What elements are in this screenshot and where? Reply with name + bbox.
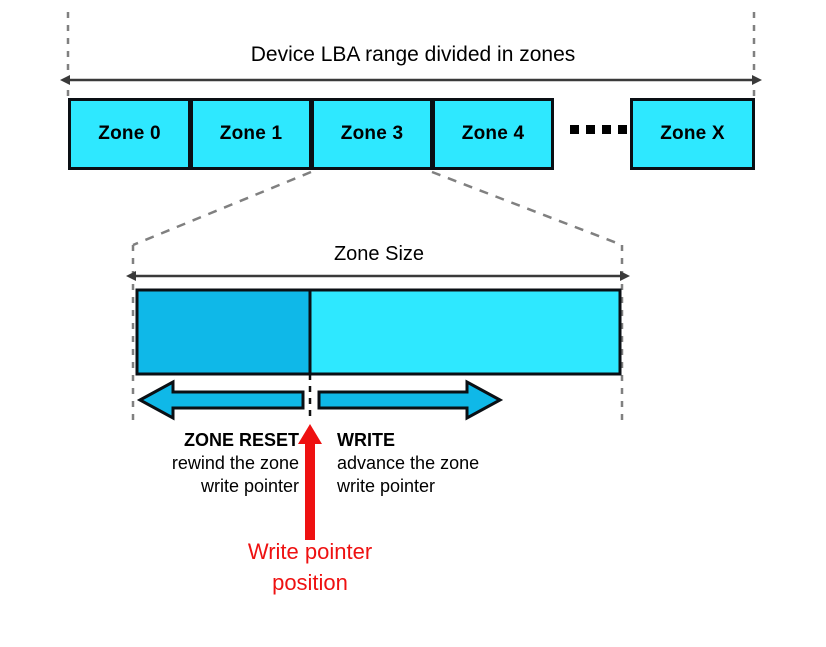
write-pointer-red-arrow [298,424,322,540]
write-pointer-line-2: position [272,570,348,595]
zone-reset-line-2: write pointer [200,476,299,496]
zone-box-label: Zone 1 [219,123,283,144]
ellipsis-dot [602,125,611,134]
write-pointer-line-1: Write pointer [247,539,373,564]
zoom-connector-right-dashed [431,170,623,247]
zone-reset-arrow [136,379,305,421]
write-line-2: write pointer [337,476,436,496]
ellipsis-dot [618,125,627,134]
ellipsis-dot [586,125,595,134]
zoom-connector-left-dashed [132,170,312,247]
ellipsis-dots [570,125,627,134]
zone-unwritten-region [308,288,622,376]
ellipsis-dot [570,125,579,134]
zone-box-0[interactable]: Zone 0 [68,98,191,170]
zone-reset-caption: ZONE RESET rewind the zone write pointer [172,429,299,498]
zone-box-label: Zone 4 [461,123,525,144]
zone-size-title: Zone Size [333,243,425,265]
zone-box-label: Zone 3 [340,123,404,144]
write-caption: WRITE advance the zone write pointer [337,429,479,498]
zone-box-1[interactable]: Zone 1 [190,98,312,170]
write-heading: WRITE [337,430,395,450]
write-pointer-label: Write pointer position [160,536,460,598]
zone-box-x[interactable]: Zone X [630,98,755,170]
zone-box-3[interactable]: Zone 3 [311,98,433,170]
zone-written-region [135,288,312,376]
write-arrow [317,379,504,421]
zone-reset-line-1: rewind the zone [171,453,299,473]
zone-box-label: Zone 0 [98,123,161,144]
zone-reset-heading: ZONE RESET [183,430,299,450]
write-line-1: advance the zone [337,453,480,473]
lba-range-title: Device LBA range divided in zones [250,43,576,66]
zone-box-4[interactable]: Zone 4 [432,98,554,170]
zone-box-label: Zone X [660,123,725,144]
